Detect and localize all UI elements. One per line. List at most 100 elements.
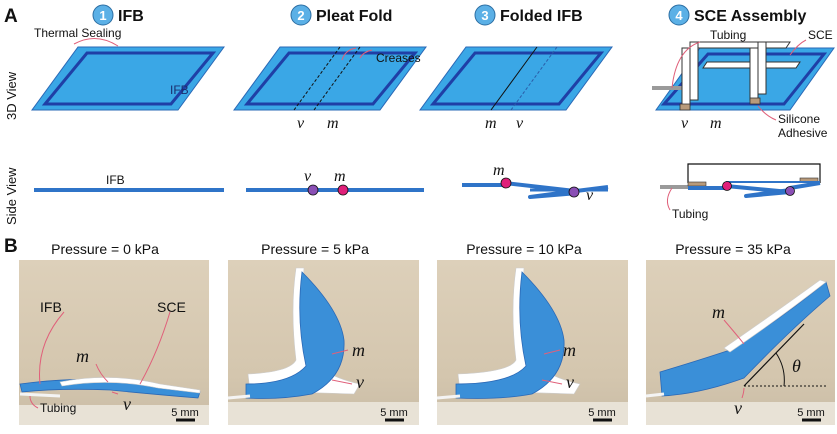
leader-line	[666, 187, 673, 211]
photo-sce-label: SCE	[157, 299, 186, 315]
leader-line	[95, 363, 109, 383]
sce-strip	[59, 377, 201, 394]
sce-outline	[687, 163, 821, 183]
actuator	[455, 271, 565, 399]
sce-m-label: m	[710, 115, 722, 132]
step-badge	[474, 4, 496, 26]
leader-line	[541, 379, 563, 385]
photo-1	[19, 260, 209, 425]
svg-text:m: m	[563, 340, 576, 360]
adhesive-label: Adhesive	[778, 126, 828, 140]
point-v	[785, 186, 795, 196]
leader-line	[723, 319, 745, 345]
step-badge	[92, 4, 114, 26]
panel-a-label: A	[4, 6, 18, 27]
svg-text:2: 2	[297, 8, 304, 23]
leader-line	[757, 105, 777, 121]
row-label-3d: 3D View	[4, 71, 19, 120]
thermal-sealing-label: Thermal Sealing	[34, 26, 121, 40]
svg-text:v: v	[566, 372, 574, 392]
crease-m	[313, 46, 361, 111]
leader-line	[789, 39, 807, 56]
point-m	[722, 181, 732, 191]
point-v	[307, 184, 319, 196]
angle-line	[743, 323, 805, 387]
fold-m-label: m	[485, 115, 497, 132]
pressure-title-1: Pressure = 0 kPa	[51, 241, 159, 257]
leader-line	[29, 395, 39, 409]
tubing-label-side: Tubing	[672, 207, 708, 221]
leader-line	[39, 311, 65, 385]
photo-v-label: v	[123, 394, 131, 414]
step-title: SCE Assembly	[694, 8, 806, 25]
pleat-strip-3d	[233, 46, 427, 111]
photo-m-label: m	[76, 346, 89, 366]
silicone-label: Silicone	[778, 112, 820, 126]
leader-line	[543, 349, 561, 355]
svg-text:3: 3	[481, 8, 488, 23]
sce-v-label: v	[681, 115, 689, 132]
svg-text:m: m	[493, 162, 505, 179]
leader-line	[341, 47, 373, 61]
step-header-2: 2 Pleat Fold	[290, 4, 392, 26]
tubing-photo	[645, 392, 665, 398]
leader-line	[331, 349, 349, 355]
scale-bar-label: 5 mm	[380, 407, 408, 419]
tubing-photo	[227, 394, 251, 400]
photo-3	[436, 260, 628, 425]
svg-text:m: m	[334, 168, 346, 185]
svg-text:4: 4	[675, 8, 683, 23]
svg-text:v: v	[734, 398, 742, 418]
actuator	[245, 271, 345, 399]
tubing-label-3d: Tubing	[710, 28, 746, 42]
leader-line	[139, 311, 171, 385]
step-header-4: 4 SCE Assembly	[668, 4, 806, 26]
fold-v-label: v	[516, 115, 524, 132]
scale-bar-label: 5 mm	[797, 407, 825, 419]
photo-tubing-label: Tubing	[40, 401, 76, 415]
svg-text:v: v	[356, 372, 364, 392]
side-view-1: IFB	[34, 173, 224, 192]
svg-text:v: v	[586, 187, 594, 204]
leader-line	[741, 387, 745, 399]
tubing-photo	[436, 394, 461, 400]
point-v	[568, 186, 580, 198]
sce-label-3d: SCE	[808, 28, 833, 42]
svg-text:v: v	[304, 168, 312, 185]
photo-4	[645, 260, 835, 425]
side-view-4	[660, 163, 821, 198]
leader-line	[111, 391, 119, 395]
panel-b-label: B	[4, 236, 18, 257]
creases-label: Creases	[376, 51, 421, 65]
side-view-2: v m	[246, 168, 424, 196]
actuator	[659, 281, 831, 397]
sce-assembly-3d	[652, 41, 835, 111]
svg-text:1: 1	[99, 8, 106, 23]
svg-text:m: m	[352, 340, 365, 360]
theta-label: θ	[792, 356, 801, 376]
crease-v-label: v	[297, 115, 305, 132]
step-badge	[668, 4, 690, 26]
scale-bar-label: 5 mm	[588, 407, 616, 419]
pressure-title-3: Pressure = 10 kPa	[466, 241, 582, 257]
fold-line	[490, 46, 538, 111]
ifb-strip-label: IFB	[170, 83, 189, 97]
side-view-3: m v	[462, 162, 609, 204]
pressure-title-2: Pressure = 5 kPa	[261, 241, 369, 257]
pressure-title-4: Pressure = 35 kPa	[675, 241, 791, 257]
ifb-strip-3d	[31, 46, 225, 111]
step-title: IFB	[118, 8, 144, 25]
adhesive-pad	[679, 103, 691, 111]
crease-m-label: m	[327, 115, 339, 132]
scale-bar-label: 5 mm	[171, 407, 199, 419]
leader-line	[73, 38, 119, 47]
svg-text:m: m	[712, 302, 725, 322]
fold-line	[510, 46, 558, 111]
folded-strip-3d	[419, 46, 613, 111]
angle-arc	[775, 352, 785, 387]
point-m	[337, 184, 349, 196]
crease-v	[293, 46, 341, 111]
row-label-side: Side View	[4, 167, 19, 225]
point-m	[500, 177, 512, 189]
